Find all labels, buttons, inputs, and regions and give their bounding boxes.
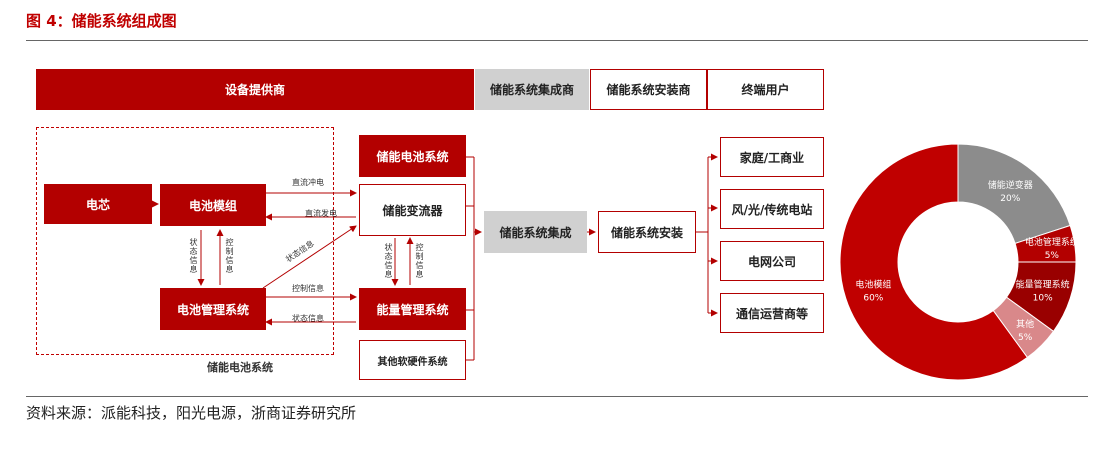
bottom-rule: [26, 396, 1088, 397]
user-power-station: 风/光/传统电站: [720, 189, 824, 229]
user-grid-company: 电网公司: [720, 241, 824, 281]
figure-title: 图 4：储能系统组成图: [26, 12, 177, 30]
user-telecom-operator: 通信运营商等: [720, 293, 824, 333]
node-battery-system: 储能电池系统: [359, 135, 466, 177]
battery-system-group-label: 储能电池系统: [207, 361, 273, 374]
donut-slice-label: 能量管理系统: [1016, 279, 1070, 291]
label-control-bms-ems: 控制信息: [292, 284, 324, 293]
node-cell: 电芯: [44, 184, 152, 224]
donut-slice-label: 储能逆变器: [988, 179, 1033, 191]
header-system-integrator: 储能系统集成商: [475, 69, 589, 110]
source-note: 资料来源：派能科技，阳光电源，浙商证券研究所: [26, 404, 357, 422]
label-dc-charge: 直流冲电: [292, 178, 324, 187]
label-control-pcs-ems: 控制信息: [415, 243, 424, 279]
node-bms: 电池管理系统: [160, 288, 266, 330]
node-system-integration: 储能系统集成: [484, 211, 587, 253]
donut-slice-percent: 60%: [863, 294, 883, 304]
top-rule: [26, 40, 1088, 41]
node-ems: 能量管理系统: [359, 288, 466, 330]
donut-slice-percent: 5%: [1018, 333, 1033, 343]
cost-donut-chart: 储能逆变器 20% 电池管理系统 5% 能量管理系统 10% 其他 5% 电池模组 60%: [839, 143, 1078, 381]
donut-slice: [957, 143, 1071, 245]
label-dc-discharge: 直流发电: [305, 209, 337, 218]
donut-slice-label: 其他: [1016, 318, 1034, 330]
user-home-commercial: 家庭/工商业: [720, 137, 824, 177]
donut-slice-label: 电池管理系统: [1025, 236, 1078, 248]
label-control-module-bms: 控制信息: [225, 238, 234, 274]
label-status-module-bms: 状态信息: [189, 238, 198, 274]
donut-slice-percent: 5%: [1045, 251, 1060, 261]
header-end-user: 终端用户: [707, 69, 824, 110]
arrow-bms-pcs: [262, 225, 357, 289]
label-status-pcs-ems: 状态信息: [384, 243, 393, 279]
node-other-systems: 其他软硬件系统: [359, 340, 466, 380]
node-pcs: 储能变流器: [359, 184, 466, 236]
header-system-installer: 储能系统安装商: [590, 69, 707, 110]
donut-slice-percent: 10%: [1033, 294, 1053, 304]
donut-slice: [839, 143, 1029, 381]
header-equipment-provider: 设备提供商: [36, 69, 474, 110]
node-system-installation: 储能系统安装: [598, 211, 696, 253]
label-status-bms-ems: 状态信息: [292, 314, 324, 323]
donut-slice-percent: 20%: [1000, 194, 1020, 204]
donut-slice-label: 电池模组: [855, 279, 891, 291]
node-battery-module: 电池模组: [160, 184, 266, 226]
